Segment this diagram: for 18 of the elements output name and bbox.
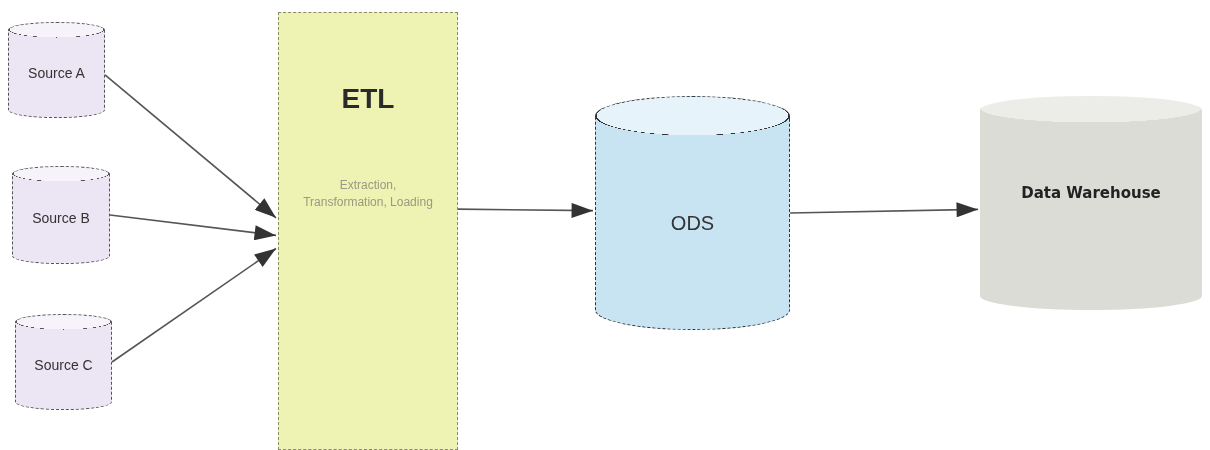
database-cylinder — [8, 22, 105, 118]
node-label: ODS — [670, 210, 715, 236]
node-label: Source B — [31, 210, 91, 228]
database-cylinder — [15, 314, 112, 410]
arrow — [111, 247, 277, 363]
node-label: Source A — [27, 65, 86, 83]
arrow — [109, 214, 277, 241]
node-label: Data Warehouse — [1021, 183, 1161, 203]
database-cylinder — [12, 166, 110, 264]
process-box — [278, 12, 458, 450]
arrow — [789, 202, 979, 218]
database-cylinder — [595, 96, 790, 330]
database-cylinder — [980, 96, 1202, 310]
node-heading: ETL — [341, 83, 395, 115]
arrow — [457, 202, 594, 218]
arrow — [104, 74, 277, 219]
node-label: Source C — [33, 357, 94, 375]
node-description: Extraction, Transformation, Loading — [303, 177, 433, 212]
